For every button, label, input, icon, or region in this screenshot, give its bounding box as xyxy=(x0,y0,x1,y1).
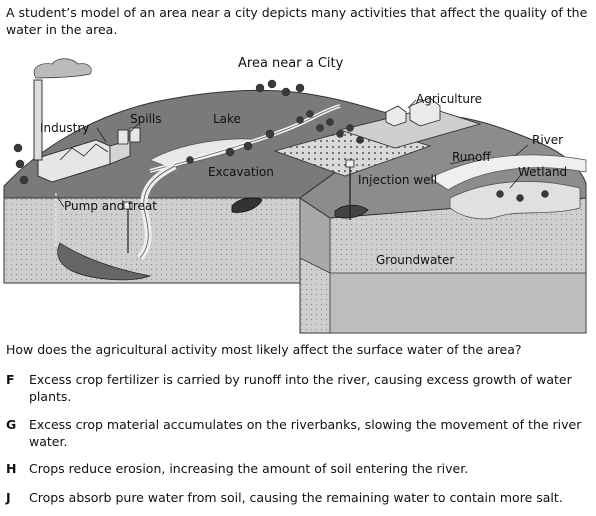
diagram-title: Area near a City xyxy=(238,56,344,71)
label-injection-well: Injection well xyxy=(358,173,437,187)
label-excavation: Excavation xyxy=(208,165,274,179)
choice-text: Excess crop fertilizer is carried by run… xyxy=(29,372,572,404)
label-lake: Lake xyxy=(213,112,241,126)
label-agriculture: Agriculture xyxy=(416,92,482,106)
choice-letter: G xyxy=(6,417,17,432)
choice-letter: J xyxy=(6,490,11,505)
area-near-city-diagram: Area near a City Industry Spills Lake Ag… xyxy=(0,48,596,338)
intro-text: A student’s model of an area near a city… xyxy=(6,5,588,37)
choice-text: Crops reduce erosion, increasing the amo… xyxy=(29,461,469,476)
choice-text: Crops absorb pure water from soil, causi… xyxy=(29,490,563,505)
label-runoff: Runoff xyxy=(452,150,491,164)
choice-text: Excess crop material accumulates on the … xyxy=(29,417,582,449)
choice-letter: H xyxy=(6,461,17,476)
question-text: How does the agricultural activity most … xyxy=(6,342,522,357)
label-groundwater: Groundwater xyxy=(376,253,454,267)
choice-letter: F xyxy=(6,372,15,387)
label-pump-and-treat: Pump and treat xyxy=(64,199,157,213)
label-industry: Industry xyxy=(40,121,89,135)
label-wetland: Wetland xyxy=(518,165,567,179)
label-spills: Spills xyxy=(130,112,162,126)
label-river: River xyxy=(532,133,563,147)
